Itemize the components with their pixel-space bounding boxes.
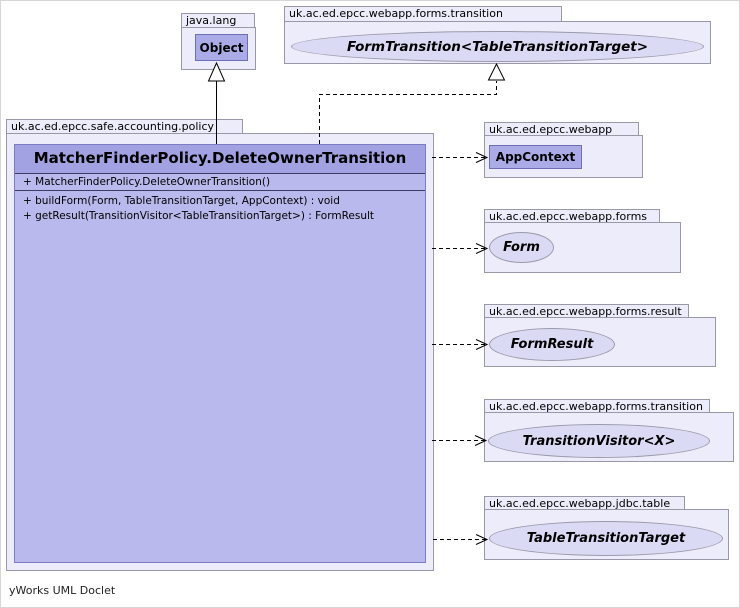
package-label-webapp: uk.ac.ed.epcc.webapp: [484, 122, 639, 136]
methods-compartment: + buildForm(Form, TableTransitionTarget,…: [15, 191, 425, 224]
interface-node-formresult[interactable]: FormResult: [489, 328, 615, 361]
implements-edge-formtransition: [319, 62, 506, 144]
package-label-forms: uk.ac.ed.epcc.webapp.forms: [484, 209, 660, 223]
constructor-row: + MatcherFinderPolicy.DeleteOwnerTransit…: [15, 174, 425, 191]
dependency-edge-transitionvisitor: [432, 435, 488, 446]
package-label-forms-result: uk.ac.ed.epcc.webapp.forms.result: [484, 304, 689, 318]
interface-node-formtransition[interactable]: FormTransition<TableTransitionTarget>: [291, 31, 704, 62]
package-label-forms-transition-top: uk.ac.ed.epcc.webapp.forms.transition: [284, 6, 562, 22]
method-row-buildform: + buildForm(Form, TableTransitionTarget,…: [23, 195, 340, 207]
class-node-object[interactable]: Object: [195, 34, 248, 61]
interface-node-form[interactable]: Form: [489, 232, 554, 263]
package-label-jdbc-table: uk.ac.ed.epcc.webapp.jdbc.table: [484, 496, 685, 510]
interface-node-transitionvisitor[interactable]: TransitionVisitor<X>: [488, 424, 710, 458]
dependency-edge-form: [432, 243, 489, 254]
class-title: MatcherFinderPolicy.DeleteOwnerTransitio…: [15, 145, 425, 174]
package-label-forms-transition-right: uk.ac.ed.epcc.webapp.forms.transition: [484, 399, 710, 413]
package-label-policy: uk.ac.ed.epcc.safe.accounting.policy: [6, 119, 243, 134]
class-node-deleteownertransition[interactable]: MatcherFinderPolicy.DeleteOwnerTransitio…: [14, 144, 426, 563]
dependency-edge-tabletransitiontarget: [433, 534, 489, 545]
package-label-java-lang: java.lang: [181, 13, 255, 28]
class-node-appcontext[interactable]: AppContext: [489, 145, 582, 169]
method-row-getresult: + getResult(TransitionVisitor<TableTrans…: [23, 210, 375, 222]
interface-node-tabletransitiontarget[interactable]: TableTransitionTarget: [489, 521, 723, 556]
dependency-edge-appcontext: [432, 152, 489, 163]
doclet-credit: yWorks UML Doclet: [9, 584, 116, 597]
dependency-edge-formresult: [432, 339, 489, 350]
